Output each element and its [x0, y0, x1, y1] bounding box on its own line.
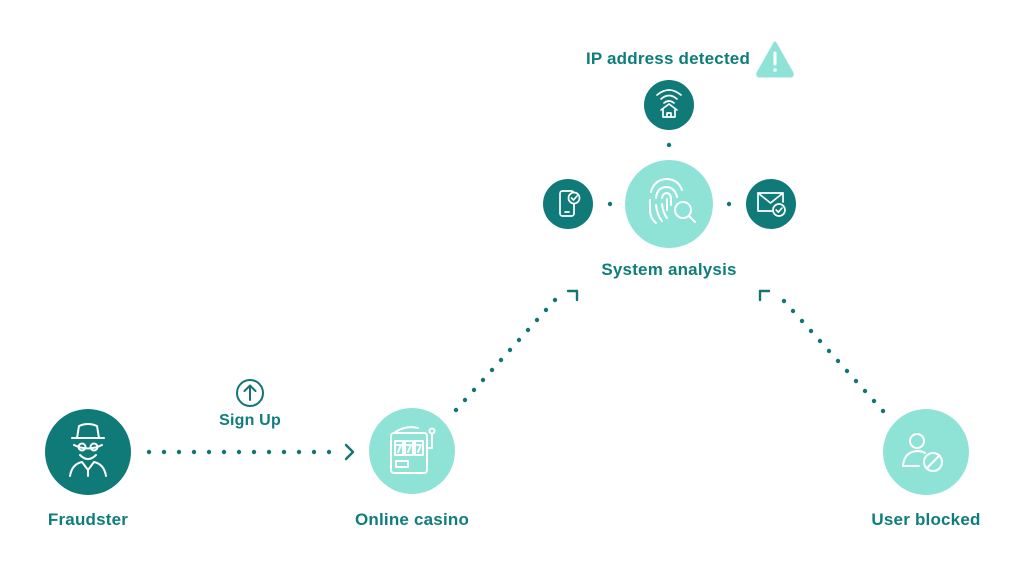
ip-label: IP address detected: [585, 49, 751, 68]
system-label: System analysis: [601, 260, 737, 279]
arrowhead-up-right: [566, 289, 579, 302]
connector-fraudster-casino: [146, 449, 332, 455]
email-check-icon: [757, 192, 786, 217]
arrow-up-circle-icon: [236, 379, 264, 407]
phone-check-icon: [559, 190, 581, 217]
warning-icon: [756, 41, 794, 78]
connector-dot: [607, 201, 613, 207]
arrowhead-right: [344, 443, 355, 461]
fraudster-label: Fraudster: [47, 510, 129, 529]
fingerprint-search-icon: [649, 178, 696, 224]
user-blocked-icon: [902, 433, 943, 472]
connector-casino-system: [453, 297, 558, 413]
casino-label: Online casino: [354, 510, 470, 529]
email-node: [746, 179, 796, 229]
fraudster-node: [45, 409, 131, 495]
system-analysis-node: [625, 160, 713, 248]
blocked-label: User blocked: [871, 510, 981, 529]
fraudster-icon: [69, 423, 107, 477]
ip-node: [644, 80, 694, 130]
connector-dot: [666, 142, 672, 148]
slot-machine-icon: [390, 426, 436, 474]
user-blocked-node: [883, 409, 969, 495]
casino-node: [369, 408, 455, 494]
wifi-home-icon: [656, 89, 682, 118]
connector-blocked-system: [781, 298, 886, 414]
connector-dot: [726, 201, 732, 207]
phone-node: [543, 179, 593, 229]
arrowhead-up-left: [758, 289, 771, 302]
signup-label: Sign Up: [219, 412, 281, 429]
